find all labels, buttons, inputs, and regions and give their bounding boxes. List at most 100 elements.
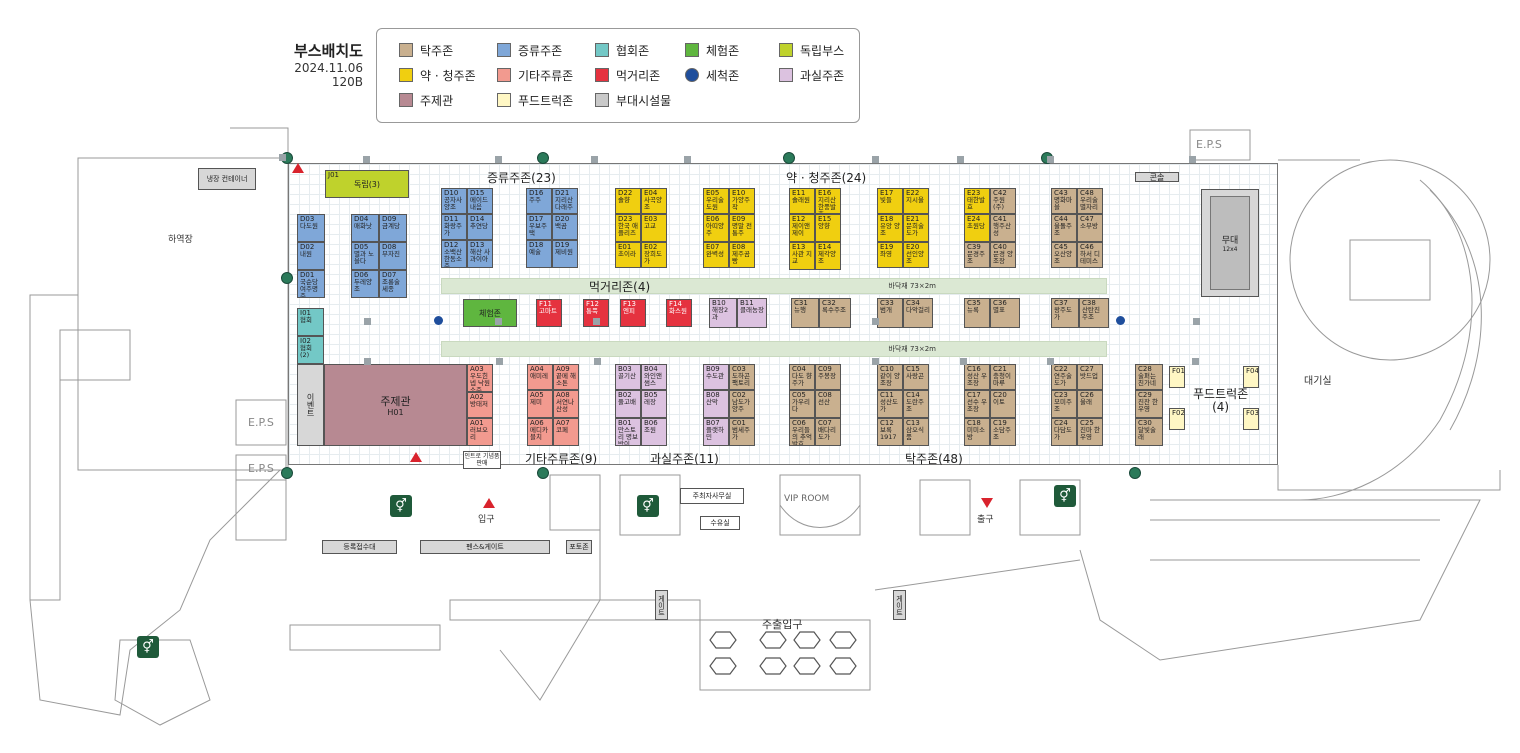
booth-f08[interactable]: 체험존 (463, 299, 517, 327)
booth-f01[interactable]: F01 (1169, 366, 1185, 388)
booth-f03[interactable]: F03 (1243, 408, 1259, 430)
booth-f02[interactable]: F02 (1169, 408, 1185, 430)
booth-f04[interactable]: F04 (1243, 366, 1259, 388)
